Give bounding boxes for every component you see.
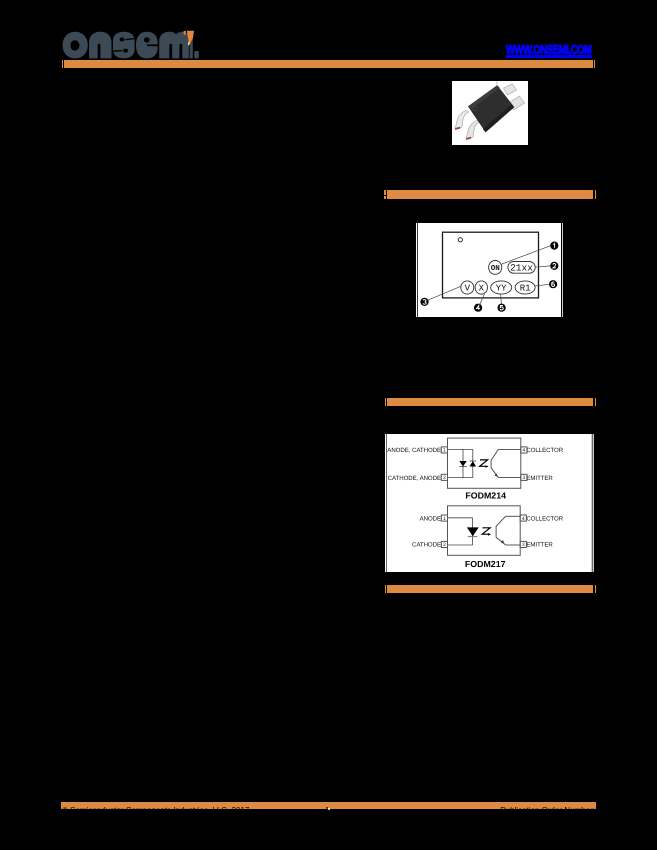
svg-text:YY: YY: [495, 283, 506, 293]
svg-text:V: V: [464, 283, 470, 293]
svg-text:1: 1: [443, 516, 446, 522]
svg-text:FODM214: FODM214: [466, 490, 507, 500]
svg-text:3: 3: [522, 542, 525, 548]
svg-text:CATHODE, ANODE: CATHODE, ANODE: [388, 475, 441, 482]
svg-text:COLLECTOR: COLLECTOR: [527, 515, 564, 522]
svg-text:X: X: [478, 283, 484, 293]
svg-text:2: 2: [443, 475, 446, 481]
svg-text:CATHODE: CATHODE: [412, 541, 441, 548]
svg-text:1: 1: [443, 447, 446, 453]
svg-text:4: 4: [522, 516, 525, 522]
svg-text:R1: R1: [519, 283, 530, 293]
svg-text:21xx: 21xx: [510, 262, 533, 273]
svg-text:4: 4: [523, 447, 526, 453]
svg-text:ANODE: ANODE: [420, 515, 441, 522]
svg-text:ANODE, CATHODE: ANODE, CATHODE: [387, 447, 441, 454]
svg-text:ON: ON: [490, 264, 499, 273]
svg-text:EMITTER: EMITTER: [527, 541, 554, 548]
svg-text:FODM217: FODM217: [465, 559, 506, 569]
svg-text:3: 3: [523, 475, 526, 481]
svg-text:EMITTER: EMITTER: [527, 475, 554, 482]
svg-text:COLLECTOR: COLLECTOR: [527, 447, 564, 454]
svg-text:2: 2: [443, 542, 446, 548]
